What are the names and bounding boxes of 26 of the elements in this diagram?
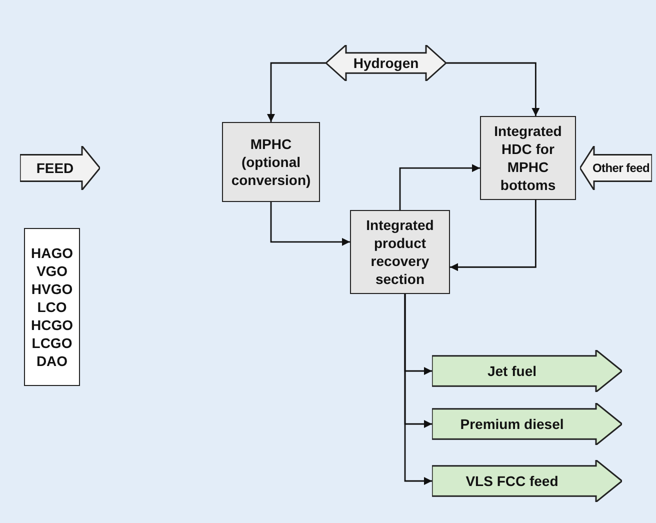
block-label: FEED [36, 158, 74, 178]
arrow [446, 62, 540, 116]
feedstock-name: HVGO [31, 280, 73, 298]
box-label: Integrated HDC for MPHC bottoms [493, 122, 563, 194]
block-label: VLS FCC feed [466, 472, 558, 490]
process-box [222, 122, 320, 202]
arrow [404, 294, 432, 485]
block-label: Hydrogen [353, 54, 419, 73]
arrow [450, 200, 536, 272]
box-label: Integrated product recovery section [365, 216, 435, 288]
arrow [267, 62, 326, 122]
feedstock-list-box [24, 228, 80, 386]
feedstock-name: HCGO [31, 316, 73, 334]
process-box [480, 116, 576, 200]
feedstock-name: LCO [37, 298, 67, 316]
arrow [270, 202, 350, 246]
block-label: Other feed [592, 160, 650, 177]
process-box [350, 210, 450, 294]
block-label: Jet fuel [487, 362, 536, 380]
feedstock-name: VGO [36, 262, 68, 280]
box-label: MPHC (optional conversion) [230, 135, 312, 189]
arrow [399, 164, 480, 210]
feedstock-name: DAO [36, 352, 68, 370]
feedstock-name: LCGO [32, 334, 72, 352]
block-label: Premium diesel [460, 414, 564, 434]
feedstock-name: HAGO [31, 244, 73, 262]
